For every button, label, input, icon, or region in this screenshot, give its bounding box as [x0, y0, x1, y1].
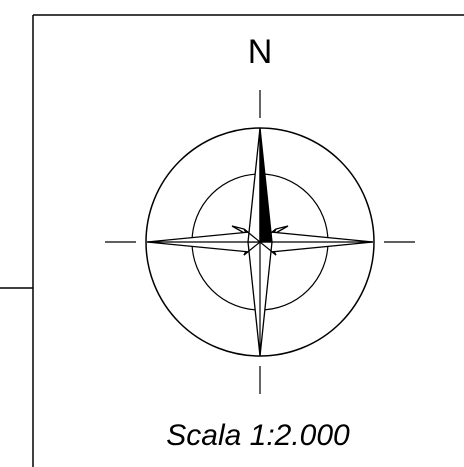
north-label: N — [248, 33, 273, 71]
center-wedges — [243, 228, 277, 256]
map-frame — [0, 14, 464, 467]
compass-rose — [105, 90, 415, 394]
scale-label: Scala 1:2.000 — [166, 419, 350, 452]
point-north-right — [259, 127, 273, 243]
point-north-left — [247, 127, 261, 243]
cardinal-points — [146, 127, 374, 357]
